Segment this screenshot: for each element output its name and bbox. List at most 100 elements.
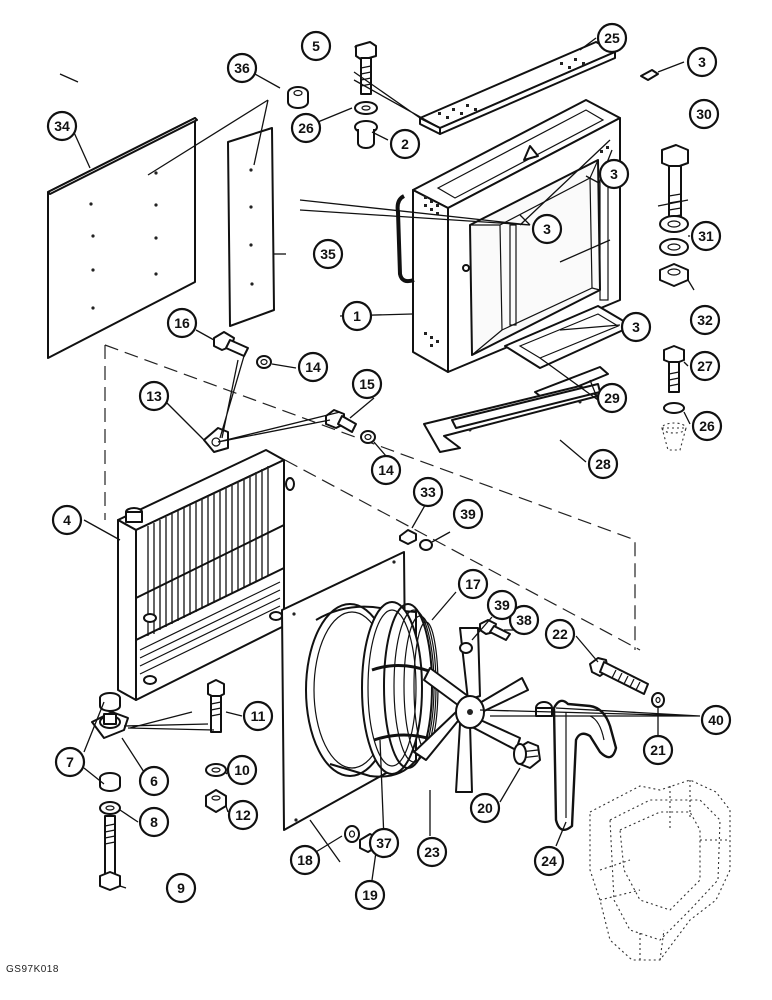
svg-text:5: 5: [312, 38, 320, 54]
washer-upper: [256, 355, 272, 369]
callout-11: 11: [242, 700, 274, 732]
svg-text:21: 21: [650, 742, 666, 758]
callout-14a: 14: [297, 351, 329, 383]
isolator-spacer: [205, 763, 227, 777]
callout-3d: 3: [620, 311, 652, 343]
tension-washer: [651, 692, 665, 708]
callout-39a: 39: [452, 498, 484, 530]
sleeve: [354, 120, 378, 149]
fan-washer: [459, 642, 473, 654]
svg-text:16: 16: [174, 315, 190, 331]
callout-26a: 26: [290, 112, 322, 144]
flat-washer: [659, 238, 689, 256]
svg-text:28: 28: [595, 456, 611, 472]
callout-20: 20: [469, 792, 501, 824]
callout-38: 38: [508, 604, 540, 636]
svg-text:3: 3: [632, 319, 640, 335]
callout-29: 29: [596, 382, 628, 414]
callout-31: 31: [690, 220, 722, 252]
callout-10: 10: [226, 754, 258, 786]
callout-35: 35: [312, 238, 344, 270]
tension-bolt: [589, 657, 649, 695]
figure-code: GS97K018: [6, 964, 59, 975]
callout-13: 13: [138, 380, 170, 412]
svg-text:24: 24: [541, 853, 557, 869]
svg-text:38: 38: [516, 612, 532, 628]
callout-2: 2: [389, 128, 421, 160]
top-cover-plate: [419, 41, 616, 135]
svg-text:30: 30: [696, 106, 712, 122]
svg-text:14: 14: [378, 462, 394, 478]
callout-14b: 14: [370, 454, 402, 486]
bolt: [355, 41, 377, 95]
svg-text:32: 32: [697, 312, 713, 328]
fan-shroud: [281, 551, 423, 831]
callout-24: 24: [533, 845, 565, 877]
callout-3c: 3: [531, 213, 563, 245]
svg-text:3: 3: [543, 221, 551, 237]
svg-text:39: 39: [460, 506, 476, 522]
small-nut: [399, 529, 417, 545]
mount-washer: [663, 402, 685, 414]
callout-37: 37: [368, 827, 400, 859]
svg-text:8: 8: [150, 814, 158, 830]
spacer-washer: [659, 215, 689, 233]
fitting: [535, 701, 553, 717]
callout-22: 22: [544, 618, 576, 650]
svg-text:3: 3: [610, 166, 618, 182]
shroud-washer: [344, 825, 360, 843]
mount-bolt: [663, 345, 685, 393]
assembly-outline: [104, 344, 641, 651]
seal-strip: [227, 127, 275, 327]
svg-text:13: 13: [146, 388, 162, 404]
svg-text:15: 15: [359, 376, 375, 392]
isolator-upper-bolt: [207, 679, 225, 733]
cap-screw: [213, 331, 249, 357]
svg-text:27: 27: [697, 358, 713, 374]
svg-text:10: 10: [234, 762, 250, 778]
svg-text:7: 7: [66, 754, 74, 770]
isolator-mount: [91, 711, 129, 739]
pulley: [513, 741, 541, 769]
fan-bolt: [479, 619, 511, 641]
svg-text:14: 14: [305, 359, 321, 375]
long-bolt: [661, 144, 689, 223]
clip: [640, 69, 659, 81]
svg-text:22: 22: [552, 626, 568, 642]
svg-text:6: 6: [150, 773, 158, 789]
callout-15: 15: [351, 368, 383, 400]
svg-text:2: 2: [401, 136, 409, 152]
washer-lower: [360, 430, 376, 444]
svg-text:19: 19: [362, 887, 378, 903]
svg-text:23: 23: [424, 844, 440, 860]
svg-text:17: 17: [465, 576, 481, 592]
hex-bolt: [325, 409, 357, 433]
callout-9: 9: [165, 872, 197, 904]
svg-text:20: 20: [477, 800, 493, 816]
rubber-isolator-bottom: [99, 772, 121, 792]
callout-17: 17: [457, 568, 489, 600]
svg-text:4: 4: [63, 512, 71, 528]
callout-8: 8: [138, 806, 170, 838]
svg-text:26: 26: [298, 120, 314, 136]
callout-27: 27: [689, 350, 721, 382]
callout-3a: 3: [686, 46, 718, 78]
callout-36: 36: [226, 52, 258, 84]
svg-text:11: 11: [251, 708, 266, 724]
callout-12: 12: [227, 799, 259, 831]
small-washer: [419, 539, 433, 551]
callout-23: 23: [416, 836, 448, 868]
rubber-bushing: [661, 422, 687, 451]
isolator-nut: [205, 789, 227, 813]
svg-text:33: 33: [420, 484, 436, 500]
bottom-plate: [423, 383, 601, 453]
svg-text:35: 35: [320, 246, 336, 262]
callout-19: 19: [354, 879, 386, 911]
svg-text:31: 31: [698, 228, 714, 244]
callout-6: 6: [138, 765, 170, 797]
svg-text:39: 39: [494, 597, 510, 613]
rubber-isolator-top: [99, 692, 121, 712]
callout-40: 40: [700, 704, 732, 736]
lock-nut: [659, 263, 689, 287]
